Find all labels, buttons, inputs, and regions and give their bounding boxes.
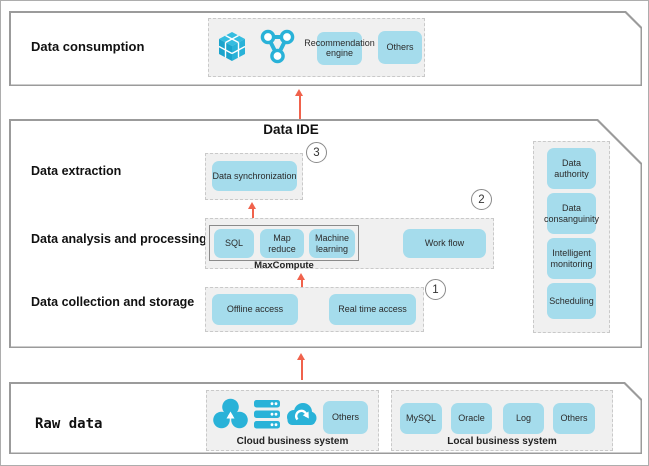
arrow-up-icon	[297, 353, 306, 380]
local-others-node: Others	[553, 403, 595, 434]
cloud-sync-icon	[287, 403, 317, 425]
real-time-access-node: Real time access	[329, 294, 416, 325]
data-ide-title: Data IDE	[263, 122, 319, 137]
mysql-node: MySQL	[400, 403, 442, 434]
maxcompute-label: MaxCompute	[254, 260, 314, 271]
intelligent-monitoring-node: Intelligent monitoring	[547, 238, 596, 279]
step-badge-2: 2	[471, 189, 492, 210]
arrow-up-icon	[297, 273, 306, 287]
arrow-up-icon	[248, 202, 257, 221]
cloud-others-node: Others	[323, 401, 368, 434]
data-authority-node: Data authority	[547, 148, 596, 189]
scheduling-node: Scheduling	[547, 283, 596, 319]
consumption-others-node: Others	[378, 31, 422, 64]
cube-icon	[218, 32, 246, 61]
data-consumption-label: Data consumption	[31, 39, 145, 54]
data-extraction-label: Data extraction	[31, 164, 122, 178]
maxcompute-group	[209, 225, 359, 261]
machine-learning-node: Machine learning	[309, 229, 355, 258]
data-analysis-label: Data analysis and processing	[31, 232, 207, 246]
recommendation-engine-label: Recommendation engine	[304, 37, 375, 59]
arrow-up-icon	[295, 89, 304, 119]
data-synchronization-node: Data synchronization	[212, 161, 297, 191]
cloud-business-system-label: Cloud business system	[236, 436, 349, 447]
work-flow-node: Work flow	[403, 229, 486, 258]
data-collection-label: Data collection and storage	[31, 295, 195, 309]
step-badge-3: 3	[306, 142, 327, 163]
local-business-system-label: Local business system	[447, 436, 557, 447]
recommendation-engine-node: Recommendation engine	[304, 32, 375, 65]
log-node: Log	[503, 403, 544, 434]
map-reduce-node: Map reduce	[260, 229, 304, 258]
data-consanguinity-node: Data consanguinity	[544, 193, 599, 234]
raw-data-label: Raw data	[35, 416, 103, 432]
offline-access-node: Offline access	[212, 294, 298, 325]
server-stack-icon	[254, 400, 280, 429]
trefoil-icon	[213, 398, 248, 429]
step-badge-1: 1	[425, 279, 446, 300]
sql-node: SQL	[214, 229, 254, 258]
oracle-node: Oracle	[451, 403, 492, 434]
network-icon	[260, 29, 295, 64]
